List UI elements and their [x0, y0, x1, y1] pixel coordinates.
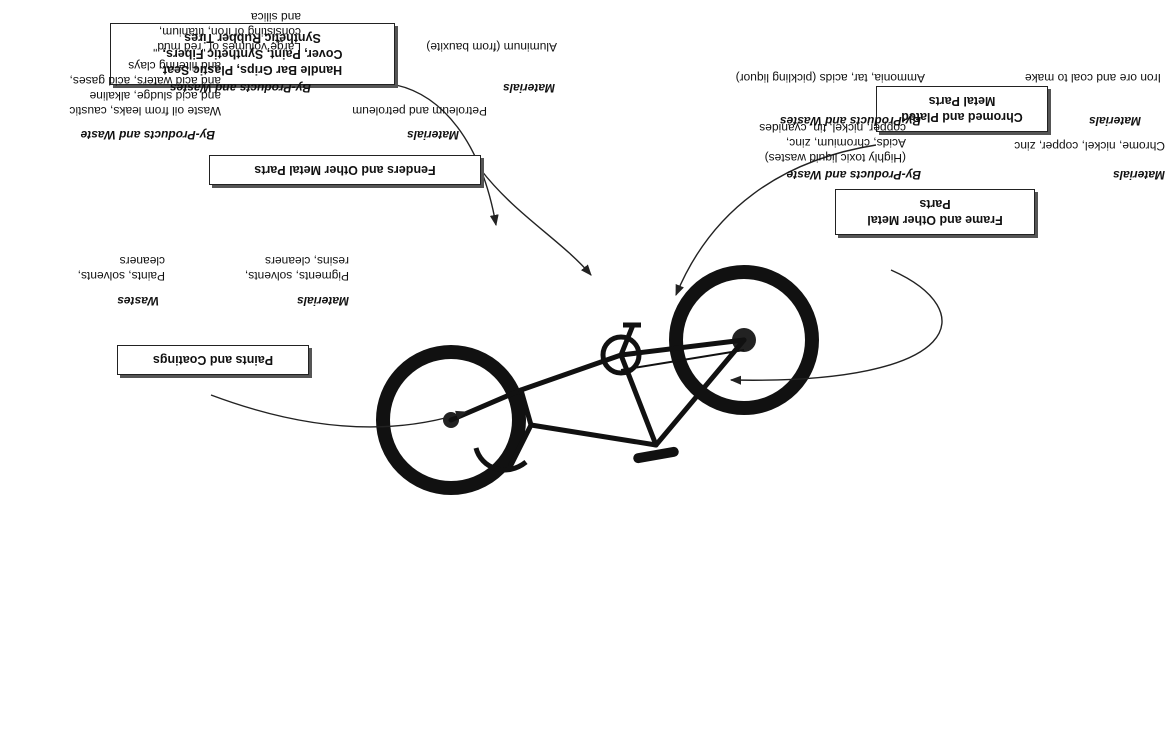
- pedal-crank: [618, 324, 636, 356]
- paints-materials-text: Pigments, solvents, resins, cleaners: [244, 254, 349, 283]
- front-wheel: [376, 345, 526, 495]
- frame-materials-header: Materials: [1088, 114, 1141, 128]
- paints-materials-header: Materials: [296, 294, 349, 308]
- frame-materials-text: Iron ore and coal to make: [1024, 71, 1161, 85]
- arrow-chromed: [675, 144, 877, 297]
- fenders-metal-parts-box: Fenders and Other Metal Parts: [209, 155, 481, 185]
- arrow-handlebar: [395, 84, 499, 227]
- chainring: [600, 334, 642, 376]
- handlebar-materials-header: Materials: [406, 128, 459, 142]
- frame-byproducts-header: By-Products and Wastes: [779, 114, 921, 128]
- paints-wastes-text: Paints, solvents, cleaners: [77, 254, 165, 283]
- handlebar-byproducts-header: By-Products and Waste: [80, 128, 215, 142]
- arrow-paints: [210, 394, 468, 428]
- fenders-materials-text: Aluminum (from bauxite): [426, 40, 557, 54]
- chromed-materials-text: Chrome, nickel, copper, zinc: [1014, 139, 1165, 153]
- handlebar: [473, 447, 528, 473]
- saddle: [633, 446, 679, 464]
- arrows: [210, 84, 943, 428]
- arrow-frame: [729, 269, 943, 385]
- chromed-byproducts-header: By-Products and Waste: [786, 168, 921, 182]
- chain: [620, 349, 745, 371]
- handlebar-materials-text: Petroleum and petroleum: [352, 104, 487, 118]
- paints-wastes-header: Wastes: [117, 294, 159, 308]
- fenders-byproducts-text: Large volumes of "red mud" consisting of…: [153, 10, 301, 54]
- arrow-fenders: [480, 169, 592, 276]
- bicycle-frame: [448, 337, 747, 468]
- fenders-materials-header: Materials: [502, 81, 555, 95]
- frame-byproducts-text: Ammonia, tar, acids (pickling liquor): [735, 71, 925, 85]
- rear-wheel: [669, 265, 819, 415]
- chromed-materials-header: Materials: [1112, 168, 1165, 182]
- frame-metal-parts-box: Frame and Other Metal Parts: [835, 189, 1035, 235]
- fenders-byproducts-header: By-Products and Wastes: [169, 81, 311, 95]
- paints-coatings-box: Paints and Coatings: [117, 345, 309, 375]
